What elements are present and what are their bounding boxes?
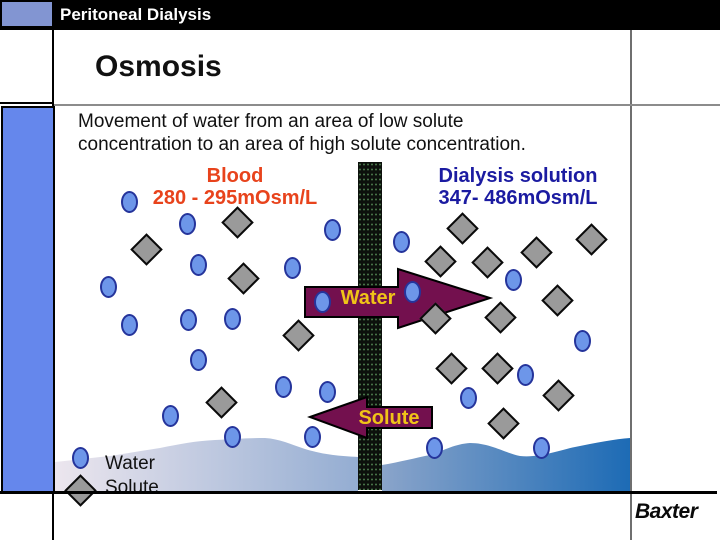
dialysis-label: Dialysis solution: [438, 165, 598, 187]
grid-mid-hline: [54, 104, 720, 106]
blood-label-block: Blood 280 - 295mOsm/L: [120, 165, 350, 209]
fluid-wave-graphic: [55, 438, 630, 492]
water-molecule: [284, 257, 301, 279]
body-text-line1: Movement of water from an area of low so…: [78, 111, 464, 132]
solute-particle: [221, 206, 254, 239]
solute-particle: [542, 379, 575, 412]
sidebar-accent-bar: [1, 106, 55, 493]
water-molecule: [505, 269, 522, 291]
body-text-line2: concentration to an area of high solute …: [78, 134, 526, 155]
solute-particle: [541, 284, 574, 317]
solute-particle: [446, 212, 479, 245]
solute-flow-arrow: [307, 395, 433, 440]
water-molecule: [100, 276, 117, 298]
grid-mid-hline-left: [0, 102, 54, 104]
water-molecule: [190, 349, 207, 371]
solute-arrow-label: Solute: [358, 407, 420, 429]
legend-water-label: Water: [105, 453, 155, 474]
header-bar: [0, 0, 720, 30]
blood-osmolarity: 280 - 295mOsm/L: [152, 187, 318, 209]
grid-bottom-hline: [0, 491, 717, 494]
water-molecule: [162, 405, 179, 427]
water-molecule: [224, 308, 241, 330]
water-molecule: [275, 376, 292, 398]
legend-solute-label: Solute: [105, 477, 159, 498]
solute-particle: [227, 262, 260, 295]
water-molecule: [121, 314, 138, 336]
legend-water-marker: [72, 447, 89, 469]
body-text: Movement of water from an area of low so…: [78, 110, 526, 156]
baxter-logo: Baxter: [635, 500, 698, 523]
water-molecule: [180, 309, 197, 331]
water-molecule: [324, 219, 341, 241]
grid-right-vline: [630, 30, 632, 540]
water-molecule: [517, 364, 534, 386]
header-accent-rect: [2, 2, 52, 26]
header-title: Peritoneal Dialysis: [60, 5, 212, 24]
solute-particle: [575, 223, 608, 256]
water-molecule: [574, 330, 591, 352]
solute-particle: [520, 236, 553, 269]
dialysis-label-block: Dialysis solution 347- 486mOsm/L: [412, 165, 624, 209]
solute-particle: [205, 386, 238, 419]
dialysate-side-fluid-wave: [382, 438, 630, 492]
solute-particle: [130, 233, 163, 266]
blood-label: Blood: [206, 165, 264, 187]
water-molecule: [179, 213, 196, 235]
water-molecule: [190, 254, 207, 276]
page-title: Osmosis: [95, 50, 222, 83]
blood-side-fluid-wave: [55, 438, 358, 492]
water-arrow-label: Water: [340, 287, 396, 309]
water-molecule: [393, 231, 410, 253]
dialysis-osmolarity: 347- 486mOsm/L: [438, 187, 598, 209]
